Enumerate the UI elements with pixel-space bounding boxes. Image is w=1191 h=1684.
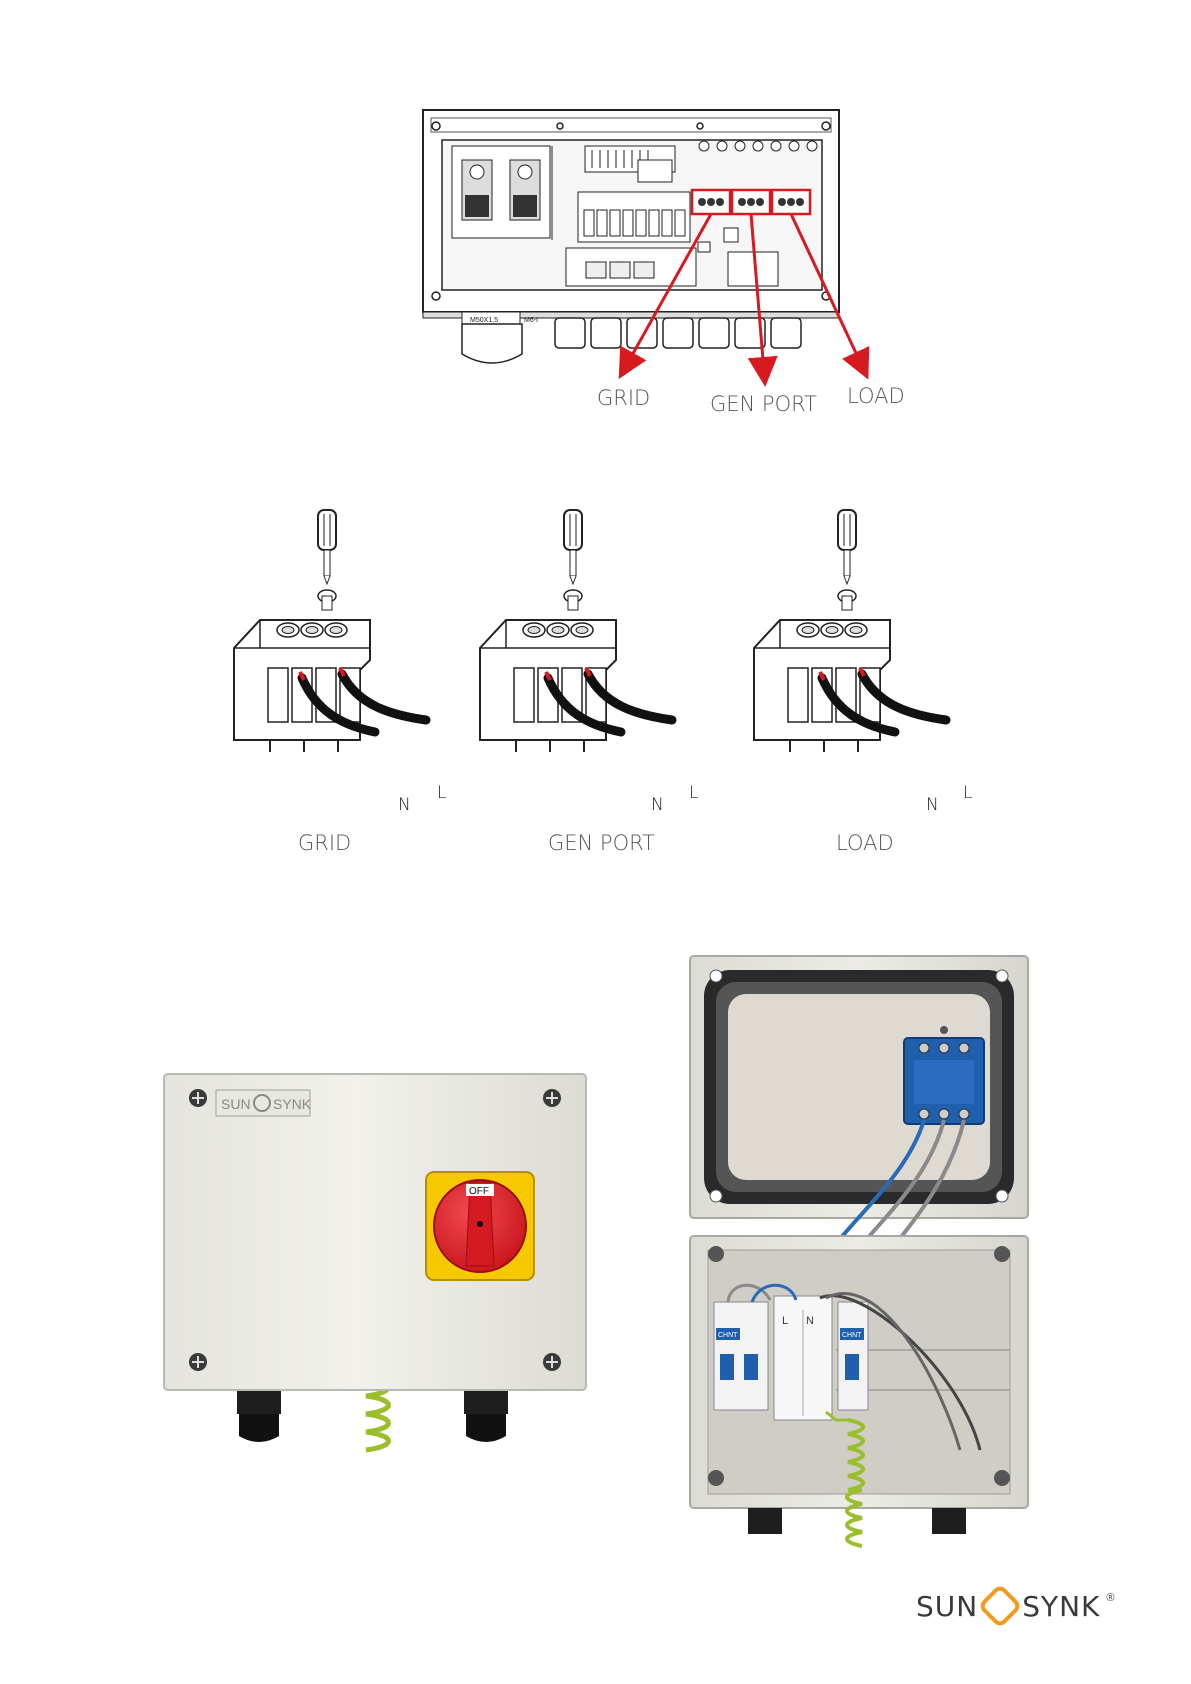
gland-label: M50X1.5 [470, 317, 498, 324]
load-neutral-label: N [926, 795, 939, 815]
screwdriver-icon [838, 510, 856, 584]
gen-port-terminal-block [480, 510, 672, 752]
grid-caption: GRID [298, 831, 351, 855]
inverter-wiring-bay: M50X1.5 M6-I [0, 0, 1191, 420]
isolator-box-open: CHNT L N CHNT [0, 950, 1191, 1590]
load-live-label: L [963, 783, 972, 803]
load-terminal-highlight [772, 190, 810, 214]
isolator-switch-mechanism [904, 1026, 984, 1124]
screwdriver-icon [564, 510, 582, 584]
load-terminal-block [754, 510, 946, 752]
circuit-breaker-left: CHNT [714, 1302, 768, 1410]
breaker-brand-right: CHNT [842, 1332, 862, 1339]
grid-terminal-block [234, 510, 426, 752]
circuit-breaker-right: CHNT [838, 1302, 868, 1410]
gen-port-arrow-label: GEN PORT [710, 392, 817, 416]
gen-port-terminal-highlight [732, 190, 770, 214]
footer-logo: SUN SYNK ® [916, 1586, 1115, 1626]
footer-brand-right: SYNK [1022, 1590, 1100, 1623]
footer-brand-left: SUN [916, 1590, 978, 1623]
screwdriver-icon [318, 510, 336, 584]
grid-terminal-highlight [692, 190, 730, 214]
gen-live-label: L [689, 783, 698, 803]
spd-label-l: L [782, 1315, 788, 1327]
trademark-symbol: ® [1106, 1592, 1114, 1604]
load-arrow-label: LOAD [847, 384, 905, 408]
load-caption: LOAD [836, 831, 894, 855]
grid-neutral-label: N [398, 795, 411, 815]
spd-label-n: N [806, 1315, 814, 1327]
breaker-brand-left: CHNT [718, 1332, 738, 1339]
grid-live-label: L [437, 783, 446, 803]
gen-port-caption: GEN PORT [548, 831, 655, 855]
gen-neutral-label: N [651, 795, 664, 815]
sun-synk-swirl-icon [978, 1583, 1023, 1628]
surge-protection-device: L N [774, 1296, 832, 1420]
gland-label-2: M6-I [524, 317, 538, 324]
grid-arrow-label: GRID [597, 386, 650, 410]
